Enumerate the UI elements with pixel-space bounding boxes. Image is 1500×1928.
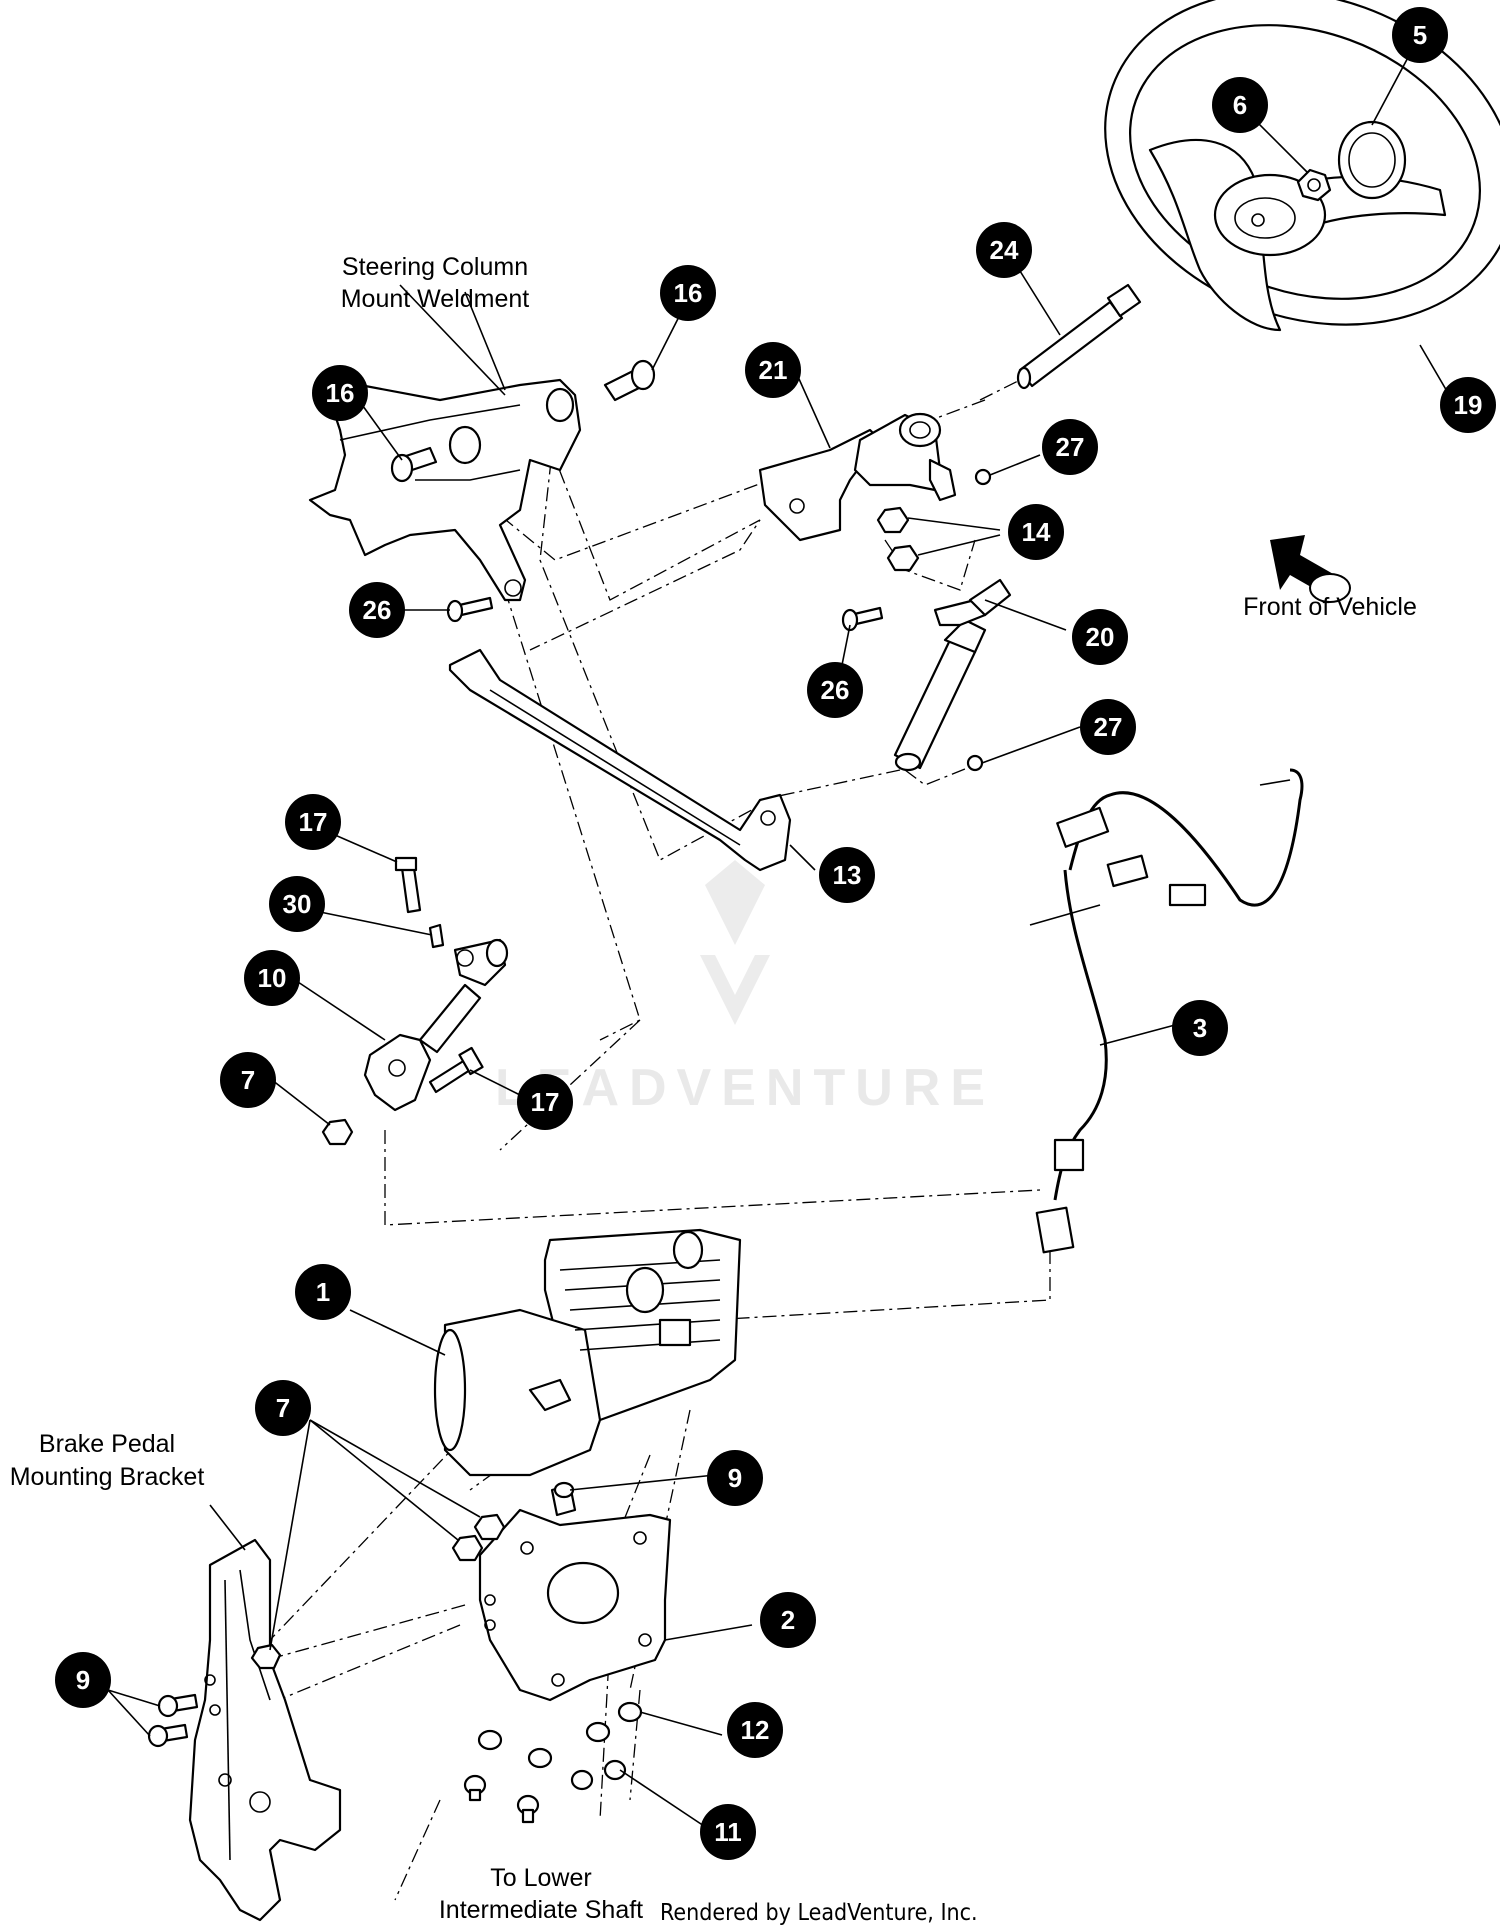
svg-text:3: 3	[1193, 1013, 1207, 1043]
pinch-bolt-lower[interactable]	[428, 1046, 484, 1094]
svg-text:13: 13	[833, 860, 862, 890]
mounting-bolt-right[interactable]	[841, 606, 884, 632]
svg-text:2: 2	[781, 1605, 795, 1635]
callout-30[interactable]: 30	[269, 876, 325, 932]
brake-pedal-mounting-bracket[interactable]	[188, 1538, 342, 1922]
roll-pin[interactable]	[428, 923, 445, 949]
callout-16-left[interactable]: 16	[312, 365, 368, 421]
watermark: LEADVENTURE	[495, 860, 995, 1117]
center-cap[interactable]	[1337, 120, 1407, 200]
svg-text:14: 14	[1022, 517, 1051, 547]
flange-bolt-bracket-lower[interactable]	[147, 1723, 189, 1748]
callout-26-left[interactable]: 26	[349, 582, 405, 638]
callout-20[interactable]: 20	[1072, 609, 1128, 665]
footer-credit: Rendered by LeadVenture, Inc.	[660, 1900, 978, 1926]
svg-text:17: 17	[531, 1087, 560, 1117]
svg-text:19: 19	[1454, 390, 1483, 420]
callout-17-lower[interactable]: 17	[517, 1074, 573, 1130]
svg-text:6: 6	[1233, 90, 1247, 120]
callout-9-bracket[interactable]: 9	[55, 1652, 111, 1708]
callout-27-lower[interactable]: 27	[1080, 699, 1136, 755]
svg-text:27: 27	[1056, 432, 1085, 462]
callout-9-plate[interactable]: 9	[707, 1450, 763, 1506]
lock-nut-plate-b[interactable]	[451, 1534, 484, 1562]
svg-text:16: 16	[326, 378, 355, 408]
pivot-bolt-right[interactable]	[603, 359, 656, 402]
intermediate-u-joint-shaft[interactable]	[363, 938, 509, 1112]
svg-text:7: 7	[241, 1065, 255, 1095]
callout-16-right[interactable]: 16	[660, 265, 716, 321]
steering-mounting-plate[interactable]	[478, 1508, 672, 1702]
callout-21[interactable]: 21	[745, 342, 801, 398]
small-nut-lower[interactable]	[966, 754, 984, 772]
callout-27-upper[interactable]: 27	[1042, 419, 1098, 475]
watermark-text: LEADVENTURE	[495, 1059, 995, 1117]
mounting-bolt-left[interactable]	[446, 596, 494, 623]
label-steering-column-line2: Mount Weldment	[341, 285, 530, 313]
callout-7-upper[interactable]: 7	[220, 1052, 276, 1108]
front-of-vehicle-arrow-icon	[1270, 535, 1351, 603]
pinch-bolt-upper[interactable]	[394, 856, 422, 914]
washers-and-bolts[interactable]	[463, 1701, 643, 1824]
callout-2[interactable]: 2	[760, 1592, 816, 1648]
svg-text:12: 12	[741, 1715, 770, 1745]
callout-24[interactable]: 24	[976, 222, 1032, 278]
svg-text:26: 26	[363, 595, 392, 625]
svg-text:16: 16	[674, 278, 703, 308]
pivot-bolt-left[interactable]	[390, 446, 438, 483]
steering-wheel-nut[interactable]	[1296, 168, 1332, 202]
flange-bolt-plate[interactable]	[550, 1481, 577, 1517]
callout-7-lower[interactable]: 7	[255, 1380, 311, 1436]
svg-text:11: 11	[714, 1817, 742, 1847]
label-lower-shaft-line2: Intermediate Shaft	[439, 1896, 643, 1924]
svg-text:5: 5	[1413, 20, 1427, 50]
label-steering-column-line1: Steering Column	[342, 253, 528, 281]
callout-5[interactable]: 5	[1392, 7, 1448, 63]
callout-6[interactable]: 6	[1212, 77, 1268, 133]
label-lower-shaft-line1: To Lower	[490, 1864, 591, 1892]
svg-text:1: 1	[316, 1277, 330, 1307]
small-nut-upper[interactable]	[974, 468, 992, 486]
callout-13[interactable]: 13	[819, 847, 875, 903]
callout-11[interactable]: 11	[700, 1804, 756, 1860]
steering-support-bracket[interactable]	[448, 648, 792, 872]
svg-text:21: 21	[759, 355, 788, 385]
svg-text:20: 20	[1086, 622, 1115, 652]
callout-3[interactable]: 3	[1172, 1000, 1228, 1056]
lock-nut-lower[interactable]	[886, 544, 920, 572]
svg-text:9: 9	[76, 1665, 90, 1695]
wire-harness[interactable]	[1029, 768, 1304, 1254]
svg-text:10: 10	[258, 963, 287, 993]
steering-shaft[interactable]	[979, 283, 1142, 401]
label-brake-pedal-line1: Brake Pedal	[39, 1430, 175, 1458]
callout-14[interactable]: 14	[1008, 504, 1064, 560]
lock-nut-upper[interactable]	[876, 506, 910, 534]
svg-text:7: 7	[276, 1393, 290, 1423]
label-front-of-vehicle: Front of Vehicle	[1243, 593, 1417, 621]
label-brake-pedal-line2: Mounting Bracket	[10, 1463, 205, 1491]
steering-column-bracket[interactable]	[758, 412, 957, 542]
svg-text:9: 9	[728, 1463, 742, 1493]
svg-text:24: 24	[990, 235, 1019, 265]
bracket-nut[interactable]	[250, 1643, 282, 1670]
callout-12[interactable]: 12	[727, 1702, 783, 1758]
svg-text:26: 26	[821, 675, 850, 705]
power-steering-unit[interactable]	[433, 1228, 742, 1477]
callout-17-upper[interactable]: 17	[285, 794, 341, 850]
callout-1[interactable]: 1	[295, 1264, 351, 1320]
svg-text:30: 30	[283, 889, 312, 919]
flange-bolt-bracket-upper[interactable]	[157, 1693, 199, 1718]
lock-nut-ujoint[interactable]	[321, 1118, 354, 1146]
svg-text:27: 27	[1094, 712, 1123, 742]
callout-19[interactable]: 19	[1440, 377, 1496, 433]
svg-text:17: 17	[299, 807, 328, 837]
lock-nut-plate-a[interactable]	[473, 1513, 506, 1541]
callout-10[interactable]: 10	[244, 950, 300, 1006]
leader-lines	[107, 34, 1456, 1831]
gas-strut[interactable]	[893, 578, 1012, 772]
callout-26-right[interactable]: 26	[807, 662, 863, 718]
